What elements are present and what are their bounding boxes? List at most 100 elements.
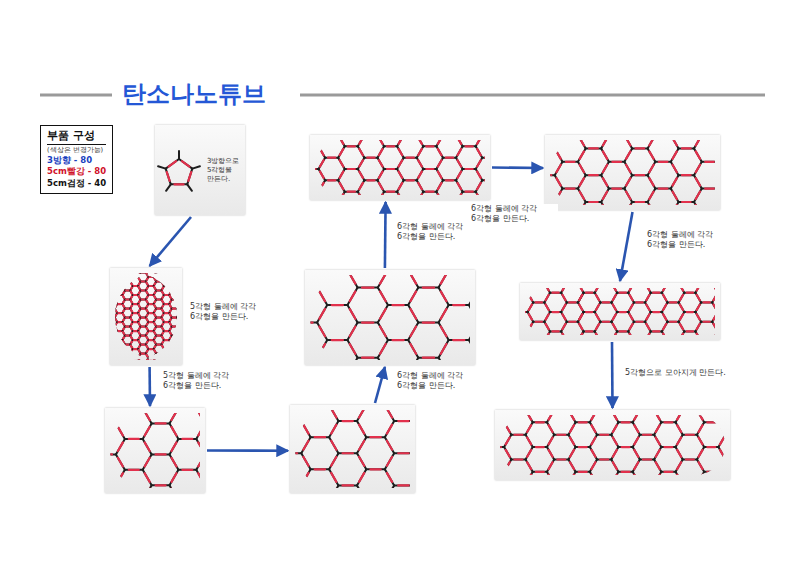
connector-piece: [618, 471, 632, 473]
connector-piece: [717, 162, 720, 175]
red-stick: [506, 425, 510, 432]
nanotube-model-figure: [520, 283, 720, 340]
connector-piece: [394, 484, 413, 486]
connector-piece: [364, 157, 377, 159]
red-stick: [418, 194, 422, 200]
red-stick: [145, 411, 150, 420]
connector-piece: [655, 161, 670, 163]
red-stick: [170, 305, 171, 308]
red-stick: [687, 330, 693, 332]
red-stick: [170, 292, 171, 295]
connector-piece: [110, 353, 115, 355]
red-stick: [350, 361, 356, 365]
connector-piece: [624, 175, 632, 188]
connector-piece: [628, 302, 634, 312]
red-stick: [410, 274, 416, 284]
red-stick: [663, 334, 666, 339]
red-stick: [670, 283, 676, 284]
red-stick: [663, 324, 666, 329]
connector-piece: [413, 453, 415, 469]
connector-piece: [504, 435, 511, 447]
connector-piece: [694, 135, 702, 148]
connector-piece: [196, 408, 205, 423]
model-photo: [290, 405, 415, 493]
connector-piece: [301, 437, 310, 453]
connector-piece: [590, 422, 597, 434]
connector-piece: [533, 321, 544, 323]
connector-piece: [545, 147, 555, 149]
connector-piece: [590, 447, 597, 459]
red-stick: [379, 183, 383, 189]
connector-piece: [609, 188, 624, 190]
connector-piece: [170, 408, 179, 423]
connector-piece: [504, 459, 511, 471]
connector-piece: [125, 469, 143, 471]
red-stick: [596, 305, 599, 310]
red-stick: [457, 183, 461, 189]
red-stick: [438, 149, 442, 155]
connector-piece: [555, 189, 563, 202]
connector-piece: [358, 146, 365, 157]
red-stick: [477, 194, 481, 200]
red-stick: [520, 292, 525, 294]
red-stick: [556, 192, 560, 200]
red-stick: [529, 305, 532, 310]
red-stick: [157, 316, 160, 318]
connector-piece: [694, 162, 702, 175]
red-stick: [146, 301, 147, 304]
connector-piece: [654, 422, 661, 434]
red-stick: [418, 137, 422, 143]
red-stick: [562, 334, 565, 339]
connector-piece: [311, 405, 330, 406]
red-stick: [704, 283, 710, 284]
connector-piece: [697, 422, 704, 434]
red-stick: [613, 462, 617, 469]
red-stick: [552, 292, 558, 294]
red-stick: [696, 151, 700, 159]
red-stick: [146, 292, 147, 295]
connector-piece: [456, 169, 463, 180]
red-stick: [131, 273, 132, 276]
connector-piece: [164, 268, 169, 269]
red-stick: [620, 330, 626, 332]
red-stick: [118, 321, 121, 323]
red-stick: [603, 165, 607, 173]
connector-piece: [633, 472, 640, 480]
connector-piece: [164, 348, 169, 350]
connector-piece: [133, 357, 138, 359]
red-stick: [162, 332, 163, 335]
model-photo: [305, 270, 475, 365]
step-arrow: [150, 217, 191, 266]
connector-piece: [413, 485, 415, 493]
red-stick: [154, 359, 155, 362]
red-stick: [527, 475, 531, 480]
connector-piece: [511, 410, 525, 411]
connector-piece: [130, 277, 133, 282]
connector-piece: [544, 312, 550, 322]
honeycomb-lattice: [290, 405, 415, 493]
connector-piece: [347, 323, 357, 341]
connector-piece: [172, 281, 177, 283]
red-stick: [580, 178, 584, 186]
connector-piece: [177, 345, 180, 350]
red-stick: [115, 283, 116, 286]
connector-piece: [526, 410, 533, 422]
connector-piece: [115, 358, 118, 363]
connector-piece: [388, 270, 408, 271]
honeycomb-lattice: [105, 408, 205, 493]
connector-piece: [110, 362, 115, 364]
red-stick: [399, 149, 403, 155]
connector-piece: [105, 484, 116, 486]
red-stick: [423, 321, 434, 323]
red-stick: [399, 137, 403, 143]
connector-piece: [633, 459, 640, 471]
red-stick: [399, 172, 403, 178]
connector-piece: [418, 322, 438, 324]
connector-piece: [597, 434, 611, 436]
connector-piece: [115, 268, 118, 273]
connector-piece: [358, 158, 365, 169]
connector-piece: [408, 288, 418, 306]
red-stick: [310, 191, 316, 193]
red-stick: [630, 314, 633, 319]
red-stick: [319, 361, 325, 365]
